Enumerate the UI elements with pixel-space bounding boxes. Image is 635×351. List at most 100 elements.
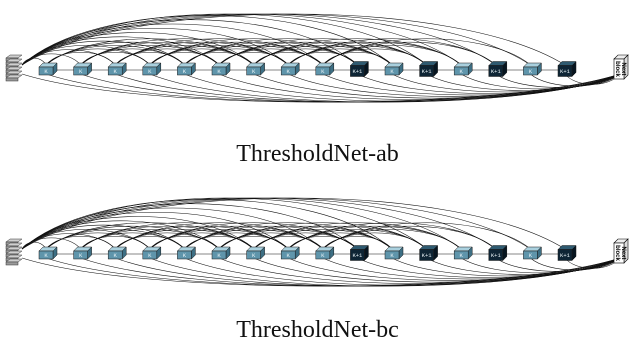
connection-edge	[80, 48, 185, 66]
block-label: K	[460, 68, 464, 75]
block-label: K	[287, 68, 291, 75]
block-8: K	[280, 62, 300, 76]
block-label: K	[460, 252, 464, 259]
connection-edge	[21, 211, 289, 250]
block-11: K	[384, 62, 404, 76]
block-6: K	[211, 246, 231, 260]
connection-edge	[461, 73, 621, 90]
connection-edge	[149, 51, 220, 66]
connection-edge	[21, 73, 621, 103]
block-label: K	[79, 252, 83, 259]
connection-edge	[287, 51, 358, 66]
block-label: K	[287, 252, 291, 259]
skip-connections	[21, 13, 621, 103]
block-16: K+1	[557, 244, 577, 262]
connection-edge	[21, 15, 393, 66]
connection-edge	[184, 235, 254, 250]
block-label: K	[79, 68, 83, 75]
connection-edge	[322, 38, 531, 66]
block-label: K	[114, 252, 118, 259]
connection-edge	[218, 232, 323, 250]
block-14: K+1	[488, 244, 508, 262]
block-9: K	[315, 246, 335, 260]
block-3: K	[107, 62, 127, 76]
next-block: Nextblock	[613, 54, 629, 80]
connection-edge	[253, 48, 358, 66]
connection-edge	[45, 51, 116, 66]
connection-edge	[322, 235, 393, 250]
block-16: K+1	[557, 60, 577, 78]
block-5: K	[176, 246, 197, 260]
next-block-label: Nextblock	[614, 245, 626, 261]
block-label: K	[114, 68, 118, 75]
connection-edge	[21, 257, 621, 287]
connection-edge	[184, 48, 289, 66]
block-label: K	[44, 68, 48, 75]
connection-edge	[322, 222, 531, 250]
block-6: K	[211, 62, 231, 76]
block-label: K	[183, 252, 187, 259]
block-label: K	[390, 252, 394, 259]
connection-edge	[149, 232, 254, 250]
block-1: K	[38, 246, 58, 260]
connection-edge	[115, 48, 220, 66]
block-label: K+1	[352, 68, 363, 75]
connection-edge	[253, 235, 324, 250]
block-label: K+1	[352, 252, 363, 259]
block-12: K+1	[418, 60, 439, 78]
connection-edge	[184, 51, 254, 66]
block-label: K+1	[491, 252, 502, 259]
block-5: K	[176, 62, 197, 76]
block-2: K	[72, 246, 93, 260]
block-13: K	[453, 62, 473, 76]
block-14: K+1	[488, 60, 508, 78]
connection-edge	[149, 235, 220, 250]
block-label: K+1	[560, 252, 571, 259]
connection-edge	[45, 48, 150, 66]
block-label: K	[252, 252, 256, 259]
connection-edge	[80, 51, 151, 66]
connection-edge	[426, 73, 621, 91]
block-13: K	[453, 246, 473, 260]
connection-edge	[322, 51, 393, 66]
connection-edge	[114, 235, 185, 250]
connection-edge	[80, 232, 185, 250]
block-label: K+1	[560, 68, 571, 75]
connection-edge	[218, 235, 289, 250]
connection-edge	[80, 235, 151, 250]
next-block-label: Nextblock	[614, 61, 626, 77]
connection-edge	[218, 51, 289, 66]
block-7: K	[245, 62, 266, 76]
connection-edge	[530, 257, 621, 271]
block-label: K	[148, 68, 152, 75]
next-block: Nextblock	[613, 238, 629, 264]
connection-edge	[45, 235, 116, 250]
block-label: K+1	[422, 252, 433, 259]
block-label: K	[252, 68, 256, 75]
skip-connections	[21, 197, 621, 287]
block-9: K	[315, 62, 335, 76]
connection-edge	[21, 13, 496, 66]
connection-edge	[253, 51, 324, 66]
block-4: K	[142, 62, 162, 76]
connection-edge	[21, 197, 496, 250]
block-label: K	[217, 252, 221, 259]
connection-edge	[21, 216, 254, 250]
block-label: K	[321, 252, 325, 259]
block-11: K	[384, 246, 404, 260]
connection-edge	[21, 197, 566, 250]
block-label: K+1	[491, 68, 502, 75]
block-label: K	[44, 252, 48, 259]
connection-edge	[184, 232, 289, 250]
block-label: K	[321, 68, 325, 75]
connection-edge	[253, 232, 358, 250]
block-8: K	[280, 246, 300, 260]
block-15: K	[522, 62, 543, 76]
layer-stack-icon	[5, 54, 23, 82]
block-label: K	[529, 68, 533, 75]
block-4: K	[142, 246, 162, 260]
block-12: K+1	[418, 244, 439, 262]
